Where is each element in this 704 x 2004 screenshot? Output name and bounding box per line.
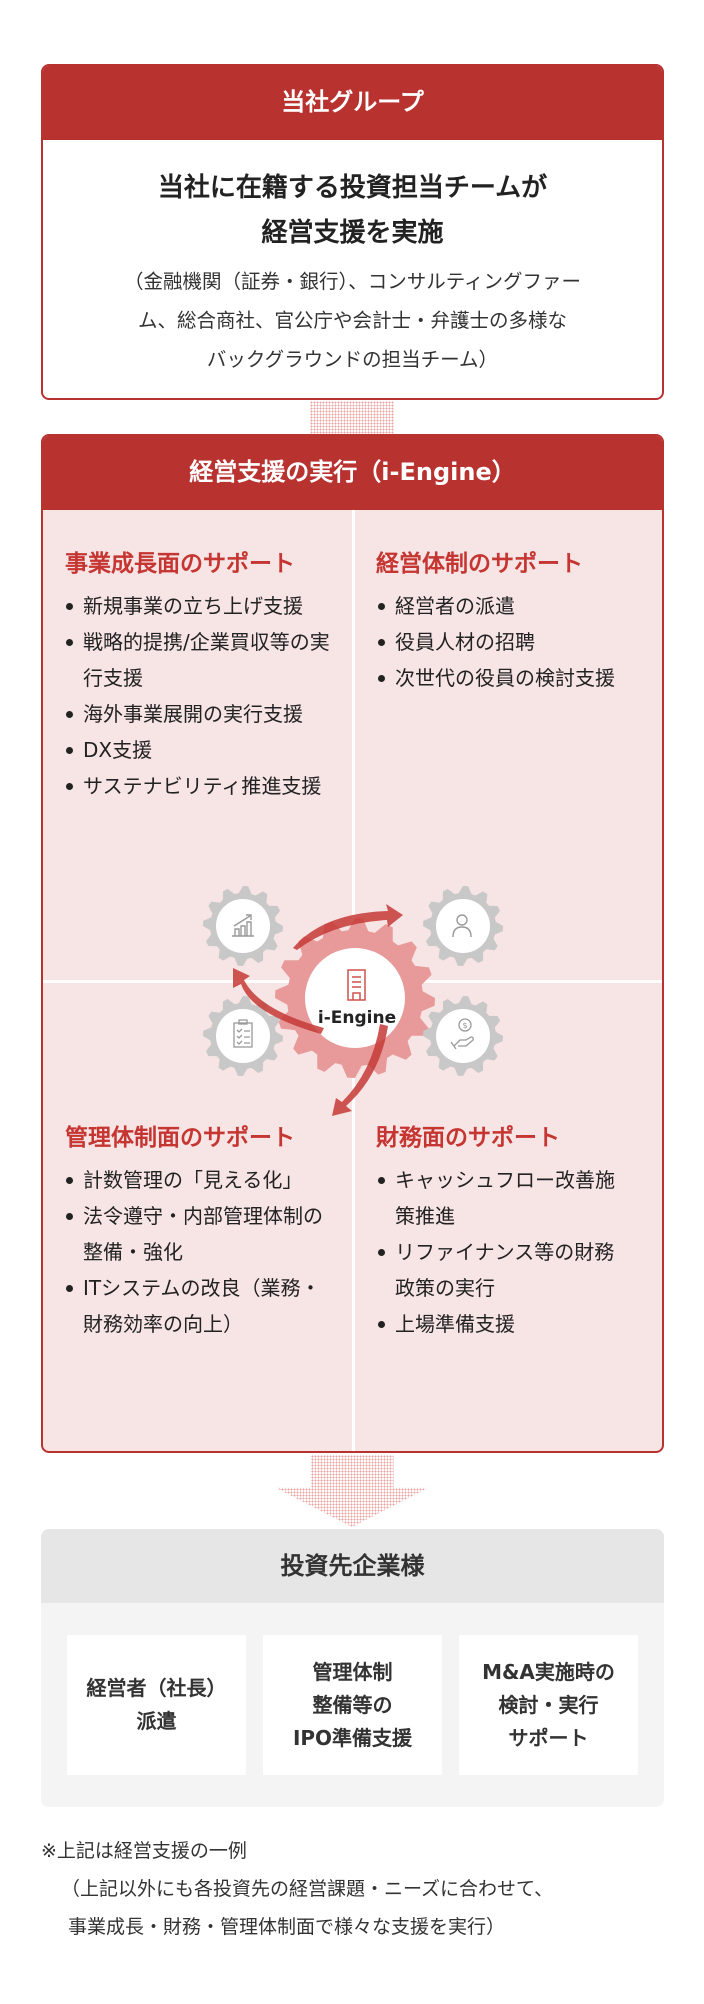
portfolio-header: 投資先企業様 <box>41 1529 664 1603</box>
card-ceo-dispatch: 経営者（社長） 派遣 <box>67 1635 246 1775</box>
cycle-arrows <box>233 904 403 1116</box>
quadrant-title-growth: 事業成長面のサポート <box>65 551 295 577</box>
list-item: DX支援 <box>63 732 333 768</box>
list-item: 新規事業の立ち上げ支援 <box>63 588 333 624</box>
list-item: リファイナンス等の財務政策の実行 <box>375 1234 630 1306</box>
list-item: 次世代の役員の検討支援 <box>375 660 625 696</box>
list-item: 海外事業展開の実行支援 <box>63 696 333 732</box>
building-icon <box>347 969 366 1001</box>
list-item: 経営者の派遣 <box>375 588 625 624</box>
engine-center-label: i-Engine <box>318 1008 396 1028</box>
list-item: 法令遵守・内部管理体制の整備・強化 <box>63 1198 333 1270</box>
gear-icon-center <box>216 1009 270 1063</box>
group-header: 当社グループ <box>43 66 662 140</box>
clipboard-checklist-icon <box>233 1019 253 1048</box>
group-box: 当社グループ 当社に在籍する投資担当チームが 経営支援を実施 （金融機関（証券・… <box>41 64 664 400</box>
list-item: キャッシュフロー改善施策推進 <box>375 1162 630 1234</box>
footnote-line: （上記以外にも各投資先の経営課題・ニーズに合わせて、 <box>61 1878 554 1900</box>
group-desc-line: ム、総合商社、官公庁や会計士・弁護士の多様な <box>137 309 567 332</box>
hand-money-icon: $ <box>450 1018 474 1050</box>
chart-growth-icon <box>232 914 254 937</box>
footnote-line: 事業成長・財務・管理体制面で様々な支援を実行） <box>68 1916 506 1938</box>
quadrant-title-management: 経営体制のサポート <box>376 551 583 577</box>
main-gear-icon-center <box>305 948 405 1048</box>
finance-list: キャッシュフロー改善施策推進 リファイナンス等の財務政策の実行 上場準備支援 <box>375 1162 630 1342</box>
management-list: 経営者の派遣 役員人材の招聘 次世代の役員の検討支援 <box>375 588 625 696</box>
group-desc-line: （金融機関（証券・銀行）、コンサルティングファー <box>123 270 582 293</box>
gear-icon-center <box>436 1009 490 1063</box>
card-ipo-support: 管理体制 整備等の IPO準備支援 <box>263 1635 442 1775</box>
growth-list: 新規事業の立ち上げ支援 戦略的提携/企業買収等の実行支援 海外事業展開の実行支援… <box>63 588 333 804</box>
quadrant-title-administration: 管理体制面のサポート <box>65 1125 295 1151</box>
list-item: サステナビリティ推進支援 <box>63 768 333 804</box>
dotted-arrow-down <box>275 1455 429 1527</box>
engine-box: 経営支援の実行（i-Engine） 事業成長面のサポート 新規事業の立ち上げ支援… <box>41 434 664 1453</box>
portfolio-box: 投資先企業様 経営者（社長） 派遣 管理体制 整備等の IPO準備支援 M&A実… <box>41 1529 664 1807</box>
gear-icon-center <box>436 899 490 953</box>
list-item: 役員人材の招聘 <box>375 624 625 660</box>
group-title: 当社に在籍する投資担当チームが 経営支援を実施 <box>43 166 662 256</box>
person-icon <box>452 914 472 938</box>
card-ma-support: M&A実施時の 検討・実行 サポート <box>459 1635 638 1775</box>
list-item: 計数管理の「見える化」 <box>63 1162 333 1198</box>
list-item: ITシステムの改良（業務・財務効率の向上） <box>63 1270 333 1342</box>
group-title-line: 経営支援を実施 <box>261 218 444 248</box>
list-item: 戦略的提携/企業買収等の実行支援 <box>63 624 333 696</box>
group-description: （金融機関（証券・銀行）、コンサルティングファー ム、総合商社、官公庁や会計士・… <box>43 262 662 379</box>
administration-list: 計数管理の「見える化」 法令遵守・内部管理体制の整備・強化 ITシステムの改良（… <box>63 1162 333 1342</box>
group-desc-line: バックグラウンドの担当チーム） <box>206 348 499 371</box>
gear-diagram: $ i-Engine <box>203 886 503 1116</box>
footnote: ※上記は経営支援の一例 （上記以外にも各投資先の経営課題・ニーズに合わせて、 事… <box>41 1832 553 1946</box>
footnote-line: ※上記は経営支援の一例 <box>41 1840 247 1862</box>
group-title-line: 当社に在籍する投資担当チームが <box>157 173 548 203</box>
quadrant-title-finance: 財務面のサポート <box>376 1125 560 1151</box>
engine-header: 経営支援の実行（i-Engine） <box>43 436 662 510</box>
svg-text:$: $ <box>463 1021 468 1030</box>
list-item: 上場準備支援 <box>375 1306 630 1342</box>
dotted-connector <box>310 401 394 434</box>
